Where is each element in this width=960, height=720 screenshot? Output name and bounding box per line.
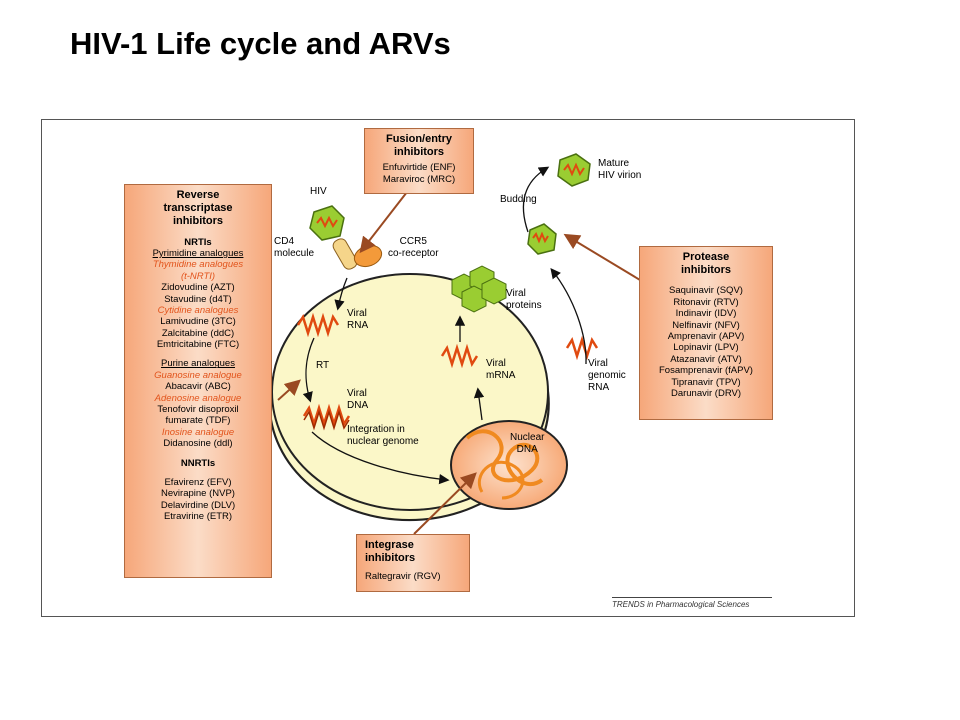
source-credit: TRENDS in Pharmacological Sciences (612, 597, 772, 609)
drug-maraviroc: Maraviroc (MRC) (382, 173, 456, 185)
drug-zidovudine: Zidovudine (AZT) (161, 282, 235, 294)
viral-protein-icon (451, 265, 507, 313)
viral-mrna-icon (440, 343, 479, 369)
ccr5-receptor-icon (353, 244, 383, 268)
label-budding: Budding (500, 194, 537, 205)
process-arrows (302, 166, 587, 485)
drug-atazanavir: Atazanavir (ATV) (670, 353, 742, 365)
nuclear-dna-strand (465, 429, 544, 487)
label-hiv: HIV (310, 186, 327, 197)
drug-abacavir: Abacavir (ABC) (165, 381, 231, 393)
drug-emtricitabine: Emtricitabine (FTC) (156, 339, 240, 351)
drug-stavudine: Stavudine (d4T) (164, 293, 232, 305)
drug-etravirine: Etravirine (ETR) (163, 511, 233, 523)
tnrti-label: (t-NRTI) (180, 270, 216, 282)
nrtis-heading: NRTIs (184, 236, 212, 248)
drug-didanosine: Didanosine (ddl) (163, 438, 233, 450)
inosine-heading: Inosine analogue (161, 426, 235, 438)
drug-enfuvirtide: Enfuvirtide (ENF) (382, 162, 456, 174)
drug-raltegravir: Raltegravir (RGV) (365, 571, 441, 583)
inhibitor-arrows (277, 191, 641, 535)
drug-amprenavir: Amprenavir (APV) (667, 330, 745, 342)
viral-dna-strand-2 (303, 409, 350, 431)
hiv-rna-squiggle (316, 215, 338, 229)
viral-rna-icon (296, 312, 340, 338)
drug-darunavir: Darunavir (DRV) (670, 387, 742, 399)
thymidine-heading: Thymidine analogues (152, 259, 244, 271)
adenosine-heading: Adenosine analogue (154, 392, 242, 404)
drug-delavirdine: Delavirdine (DLV) (160, 499, 236, 511)
drug-tenofovir-1: Tenofovir disoproxil (157, 404, 239, 416)
nnrtis-heading: NNRTIs (180, 457, 216, 469)
label-rt: RT (316, 360, 330, 371)
drug-tipranavir: Tipranavir (TPV) (671, 376, 741, 388)
drug-lopinavir: Lopinavir (LPV) (673, 342, 739, 354)
mature-rna (563, 162, 585, 177)
cytidine-heading: Cytidine analogues (157, 304, 239, 316)
pyrimidine-heading: Pyrimidine analogues (152, 247, 244, 259)
budding-virion-icon (527, 223, 557, 255)
purine-heading: Purine analogues (161, 358, 235, 370)
guanosine-heading: Guanosine analogue (154, 369, 242, 381)
cd4-receptor-icon (332, 238, 358, 270)
drug-fosamprenavir: Fosamprenavir (fAPV) (659, 365, 753, 377)
drug-zalcitabine: Zalcitabine (ddC) (161, 327, 235, 339)
nuclear-dna-loop (477, 460, 525, 500)
viral-dna-icon (302, 403, 351, 429)
drug-nevirapine: Nevirapine (NVP) (161, 488, 235, 500)
drug-indinavir: Indinavir (IDV) (675, 308, 737, 320)
drug-tenofovir-2: fumarate (TDF) (165, 415, 231, 427)
drug-nelfinavir: Nelfinavir (NFV) (672, 319, 740, 331)
viral-genomic-rna-icon (565, 335, 599, 361)
drug-saquinavir: Saquinavir (SQV) (669, 285, 743, 297)
life-cycle-diagram (268, 153, 641, 535)
drug-lamivudine: Lamivudine (3TC) (160, 316, 236, 328)
drug-efavirenz: Efavirenz (EFV) (164, 476, 232, 488)
slide-title: HIV-1 Life cycle and ARVs (70, 26, 451, 61)
budding-rna (532, 231, 549, 244)
drug-ritonavir: Ritonavir (RTV) (673, 296, 739, 308)
